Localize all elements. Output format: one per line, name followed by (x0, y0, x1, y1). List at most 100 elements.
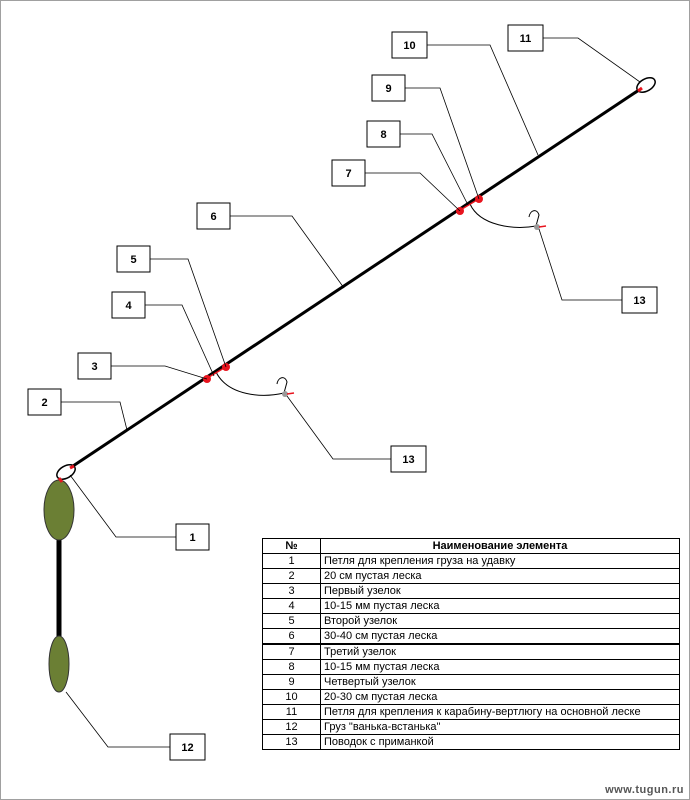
callout-11: 11 (507, 24, 544, 52)
callout-label: 3 (91, 361, 97, 373)
legend-row-num: 8 (262, 659, 321, 675)
callout-label: 2 (41, 397, 47, 409)
callout-label: 5 (130, 254, 136, 266)
callout-9: 9 (371, 74, 406, 102)
legend-row-num: 11 (262, 704, 321, 720)
legend-row-num: 3 (262, 583, 321, 599)
callout-label: 4 (125, 300, 132, 312)
leader-line-6 (230, 215, 345, 289)
callout-label: 1 (189, 532, 195, 544)
hook-tip-upper (538, 225, 547, 228)
legend-row-num: 13 (262, 734, 321, 750)
legend-row-num: 4 (262, 598, 321, 614)
legend-row-num: 12 (262, 719, 321, 735)
leader-line-1 (69, 474, 176, 538)
weight-lower (48, 635, 70, 693)
legend-header: № Наименование элемента (262, 538, 680, 554)
callout-label: 10 (403, 40, 415, 52)
knot-link-2 (461, 199, 478, 210)
weight-link (57, 477, 64, 483)
leader-line-12 (65, 691, 170, 748)
legend-row-name: 10-15 мм пустая леска (320, 659, 680, 675)
leader-lower (215, 371, 285, 396)
legend-row-name: 20 см пустая леска (320, 568, 680, 584)
legend-row-name: 20-30 см пустая леска (320, 689, 680, 705)
leader-line-7 (365, 172, 461, 212)
callout-12: 12 (169, 733, 206, 761)
leader-line-10 (427, 44, 539, 156)
legend-row-num: 2 (262, 568, 321, 584)
callout-label: 13 (402, 454, 414, 466)
callout-2: 2 (27, 388, 62, 416)
watermark: www.tugun.ru (605, 784, 684, 796)
hook-bead-upper (534, 224, 540, 230)
loop-link-bottom (69, 464, 75, 470)
legend-row-name: 10-15 мм пустая леска (320, 598, 680, 614)
leader-line-4 (145, 304, 215, 377)
hook-bead-lower (282, 391, 288, 397)
legend-row-num: 9 (262, 674, 321, 690)
callout-13-upper: 13 (621, 286, 658, 314)
callout-6: 6 (196, 202, 231, 230)
legend-row-num: 10 (262, 689, 321, 705)
leader-line-13a (286, 395, 391, 460)
leader-upper (469, 203, 537, 228)
legend-row-name: Груз "ванька-встанька" (320, 719, 680, 735)
leader-line-8 (400, 133, 469, 206)
legend-row-name: Первый узелок (320, 583, 680, 599)
leader-line-3 (111, 365, 208, 380)
legend-row-name: Петля для крепления груза на удавку (320, 553, 680, 569)
legend-row-name: Четвертый узелок (320, 674, 680, 690)
legend-header-num: № (262, 538, 321, 554)
legend-row-num: 6 (262, 628, 321, 645)
callout-8: 8 (366, 120, 401, 148)
weight-upper (43, 479, 75, 541)
legend-row-num: 1 (262, 553, 321, 569)
hook-upper (528, 210, 540, 227)
legend-row-num: 7 (262, 643, 321, 660)
callout-13-lower: 13 (390, 445, 427, 473)
hook-tip-lower (286, 392, 295, 395)
callout-label: 11 (520, 33, 532, 45)
leader-line-5 (150, 258, 227, 368)
knot-link-1 (208, 367, 225, 378)
callout-label: 9 (385, 83, 391, 95)
callout-1: 1 (175, 523, 210, 551)
legend-row-name: Третий узелок (320, 643, 680, 660)
leader-line-2 (61, 401, 128, 431)
loop-link-top (637, 86, 643, 93)
legend-row-name: Петля для крепления к карабину-вертлюгу … (320, 704, 680, 720)
callout-label: 12 (181, 742, 193, 754)
legend-row-name: 30-40 см пустая леска (320, 628, 680, 645)
legend-header-name: Наименование элемента (320, 538, 680, 554)
callout-3: 3 (77, 352, 112, 380)
callout-label: 13 (633, 295, 645, 307)
callout-label: 8 (380, 129, 386, 141)
legend-row-name: Поводок с приманкой (320, 734, 680, 750)
leader-line-11 (543, 37, 641, 83)
callout-7: 7 (331, 159, 366, 187)
callout-10: 10 (391, 31, 428, 59)
main-line (69, 86, 643, 470)
legend-row-num: 5 (262, 613, 321, 629)
callout-5: 5 (116, 245, 151, 273)
callout-4: 4 (111, 291, 146, 319)
callout-label: 6 (210, 211, 216, 223)
legend-row-name: Второй узелок (320, 613, 680, 629)
leader-line-9 (405, 87, 480, 200)
